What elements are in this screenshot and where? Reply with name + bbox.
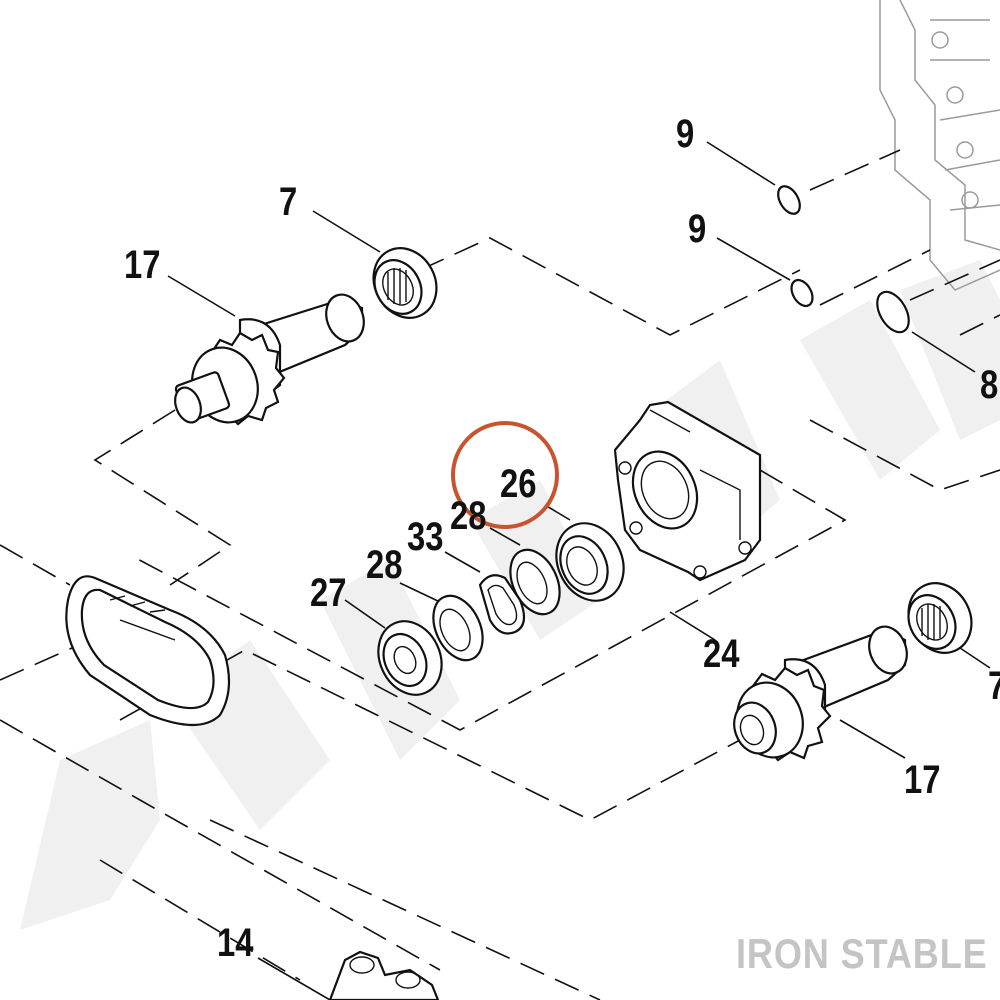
callout-7-right: 7 <box>988 666 1000 706</box>
gerotor-26 <box>555 522 625 602</box>
brand-watermark: IRON STABLE <box>736 930 988 977</box>
cam-chain <box>65 575 231 726</box>
separator-plate-33 <box>478 574 526 635</box>
oil-pump-body-24 <box>613 400 762 582</box>
engine-case-outline <box>879 0 1000 291</box>
callout-9-lower: 9 <box>688 207 707 251</box>
o-ring-8 <box>876 290 910 334</box>
assembly-dash-lines <box>0 149 1000 1000</box>
needle-bearing-7-right <box>907 582 973 654</box>
callout-28-lower: 28 <box>366 543 403 587</box>
callout-24: 24 <box>703 632 740 676</box>
callout-26: 26 <box>500 462 537 506</box>
callout-27: 27 <box>310 571 347 615</box>
needle-bearing-7-left <box>372 247 438 319</box>
callout-7-left: 7 <box>279 180 298 224</box>
leader-lines <box>167 141 991 1000</box>
o-ring-9-lower <box>790 278 814 308</box>
camshaft-17-left <box>174 293 365 426</box>
callout-9-top: 9 <box>676 112 695 156</box>
camshaft-17-right <box>733 625 908 762</box>
o-ring-9-top <box>777 185 801 215</box>
gerotor-27 <box>377 620 443 696</box>
callout-8: 8 <box>980 363 999 407</box>
callout-33: 33 <box>407 515 444 559</box>
callout-28-upper: 28 <box>450 494 487 538</box>
highlight-circle <box>451 421 559 529</box>
callout-17-right: 17 <box>904 758 941 802</box>
lifter-block-14 <box>328 950 440 1000</box>
callout-17-left: 17 <box>124 243 161 287</box>
callout-14: 14 <box>217 921 254 965</box>
washer-28-lower <box>432 594 484 662</box>
washer-28-upper <box>509 548 561 616</box>
